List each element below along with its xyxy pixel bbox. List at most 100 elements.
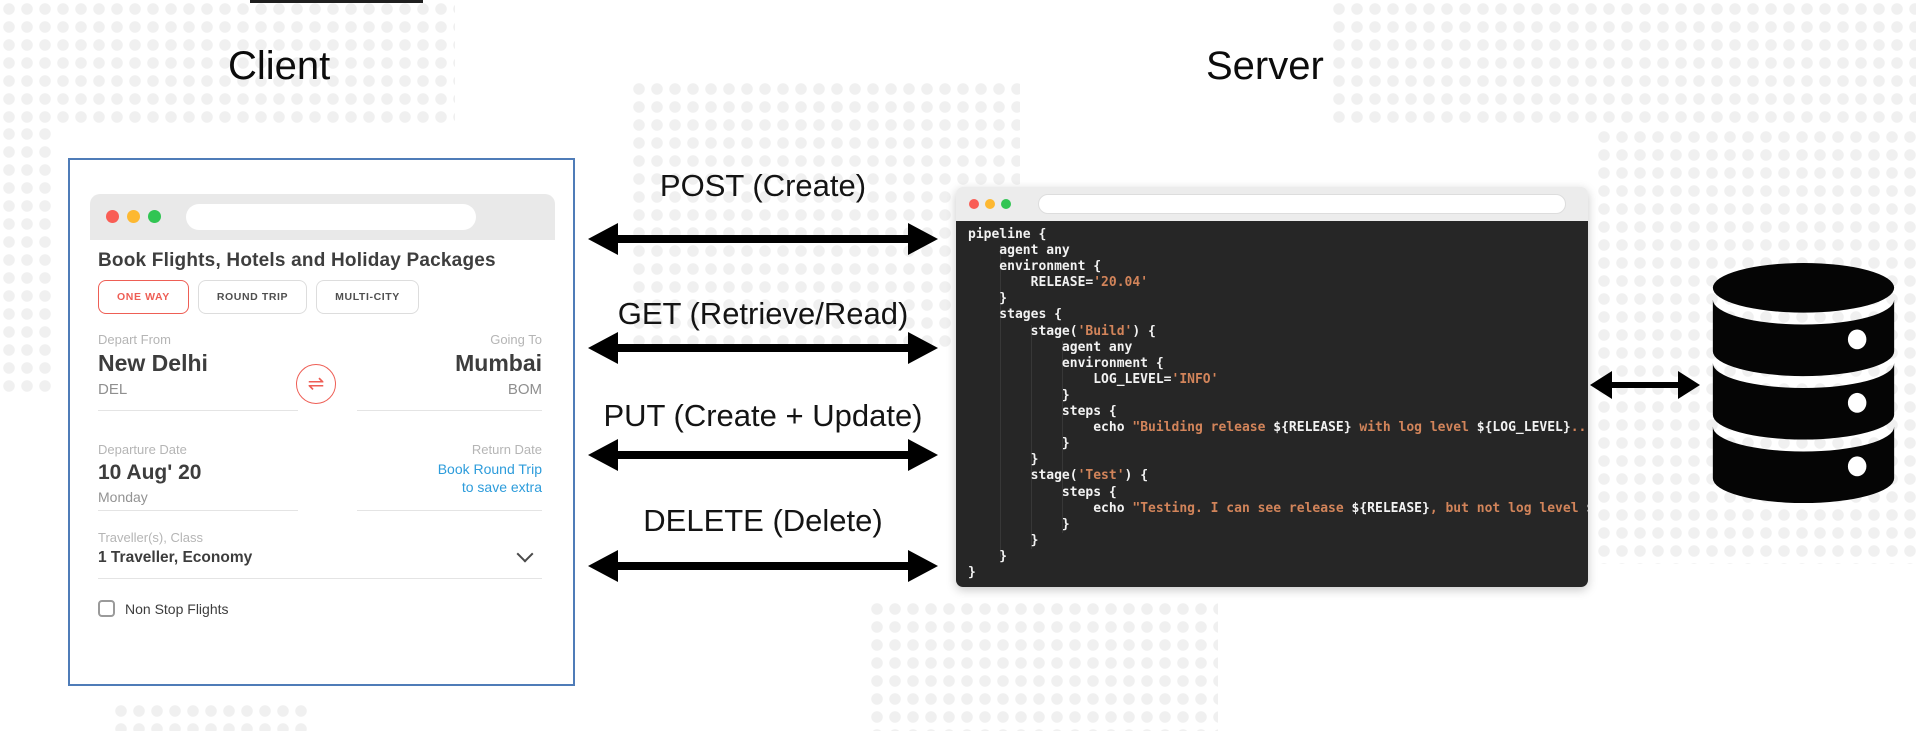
departure-date-day: Monday (98, 489, 148, 505)
non-stop-flights-checkbox[interactable] (98, 600, 115, 617)
divider (98, 578, 542, 579)
swap-cities-button[interactable]: ⇌ (296, 364, 336, 404)
code-line: agent any (968, 339, 1133, 355)
server-database-arrow (1590, 371, 1700, 399)
divider (98, 510, 298, 511)
code-line: environment { (968, 355, 1164, 371)
code-line: } (968, 564, 976, 580)
tab-multi-city[interactable]: MULTI-CITY (316, 280, 419, 314)
return-date-label: Return Date (471, 442, 542, 457)
dots-pattern (630, 80, 1020, 348)
arrow-shaft (608, 235, 918, 243)
going-airport-code: BOM (507, 381, 542, 398)
depart-city: New Delhi (98, 350, 208, 376)
client-title: Client (228, 44, 331, 88)
dots-pattern (1330, 0, 1916, 128)
code-line: stage('Build') { (968, 323, 1156, 339)
arrow-shaft (1604, 382, 1686, 388)
departure-date-label: Departure Date (98, 442, 187, 457)
non-stop-flights-row: Non Stop Flights (98, 600, 229, 617)
code-line: LOG_LEVEL='INFO' (968, 371, 1219, 387)
post-arrow-label: POST (Create) (659, 168, 867, 203)
code-block: pipeline { agent any environment { RELEA… (956, 221, 1588, 587)
database-cylinder-icon (1712, 262, 1895, 504)
maximize-window-icon[interactable] (148, 210, 161, 223)
tab-round-trip[interactable]: ROUND TRIP (197, 280, 308, 314)
minimize-window-icon[interactable] (127, 210, 140, 223)
code-line: echo "Building release ${RELEASE} with l… (968, 420, 1588, 436)
traveller-class-label: Traveller(s), Class (98, 530, 203, 545)
non-stop-flights-label: Non Stop Flights (125, 600, 229, 617)
server-title: Server (1206, 44, 1324, 88)
code-line: } (968, 436, 1070, 452)
arrowhead-right (1678, 371, 1700, 399)
delete-arrow (588, 550, 938, 582)
departure-date-field[interactable]: Departure Date 10 Aug' 20 Monday (98, 442, 201, 505)
code-line: stages { (968, 307, 1062, 323)
maximize-window-icon[interactable] (1001, 199, 1011, 209)
code-line: } (968, 452, 1039, 468)
put-arrow-label: PUT (Create + Update) (603, 398, 923, 433)
arrowhead-right (908, 332, 938, 364)
top-edge-artifact (250, 0, 423, 3)
code-line: agent any (968, 243, 1070, 259)
divider (357, 410, 542, 411)
arrowhead-right (908, 550, 938, 582)
dots-pattern (868, 600, 1218, 731)
save-extra-link[interactable]: to save extra (461, 479, 542, 495)
indent-guide (1062, 341, 1063, 533)
arrowhead-left (1590, 371, 1612, 399)
swap-icon: ⇌ (307, 373, 325, 395)
chevron-down-icon[interactable] (516, 545, 534, 563)
arrowhead-right (908, 223, 938, 255)
client-browser-window: Book Flights, Hotels and Holiday Package… (68, 158, 575, 686)
traveller-class-value: 1 Traveller, Economy (98, 549, 253, 566)
close-window-icon[interactable] (106, 210, 119, 223)
arrow-shaft (608, 344, 918, 352)
depart-airport-code: DEL (98, 381, 128, 398)
client-heading: Book Flights, Hotels and Holiday Package… (98, 250, 496, 271)
depart-from-label: Depart From (98, 332, 171, 347)
divider (98, 410, 298, 411)
code-line: environment { (968, 259, 1102, 275)
client-browser-chrome (90, 194, 555, 240)
dots-pattern (0, 0, 455, 125)
dots-pattern (112, 702, 307, 731)
going-to-field[interactable]: Going To Mumbai BOM (455, 332, 542, 398)
departure-date-value: 10 Aug' 20 (98, 461, 202, 484)
traveller-class-field[interactable]: Traveller(s), Class 1 Traveller, Economy (98, 530, 252, 567)
arrow-shaft (608, 562, 918, 570)
post-arrow (588, 223, 938, 255)
minimize-window-icon[interactable] (985, 199, 995, 209)
code-line: } (968, 291, 1008, 307)
close-window-icon[interactable] (969, 199, 979, 209)
tab-one-way[interactable]: ONE WAY (98, 280, 189, 314)
code-line: } (968, 548, 1008, 564)
code-line: pipeline { (968, 227, 1047, 242)
indent-guide (1031, 325, 1032, 549)
url-bar[interactable] (186, 204, 476, 230)
going-to-label: Going To (490, 332, 542, 347)
code-line: steps { (968, 484, 1117, 500)
code-line: } (968, 516, 1070, 532)
code-line: steps { (968, 404, 1117, 420)
put-arrow (588, 439, 938, 471)
get-arrow (588, 332, 938, 364)
depart-from-field[interactable]: Depart From New Delhi DEL (98, 332, 208, 398)
divider (357, 510, 542, 511)
delete-arrow-label: DELETE (Delete) (643, 503, 883, 538)
return-date-field[interactable]: Return Date Book Round Trip to save extr… (438, 442, 542, 496)
book-round-trip-link[interactable]: Book Round Trip (437, 461, 542, 477)
get-arrow-label: GET (Retrieve/Read) (617, 296, 909, 331)
url-bar[interactable] (1038, 194, 1566, 214)
code-line: } (968, 532, 1039, 548)
server-code-window: pipeline { agent any environment { RELEA… (956, 187, 1588, 587)
server-browser-chrome (956, 187, 1588, 221)
dots-pattern (0, 125, 52, 397)
arrow-shaft (608, 451, 918, 459)
code-line: echo "Testing. I can see release ${RELEA… (968, 500, 1588, 516)
code-line: } (968, 387, 1070, 403)
indent-guide (1000, 245, 1001, 557)
